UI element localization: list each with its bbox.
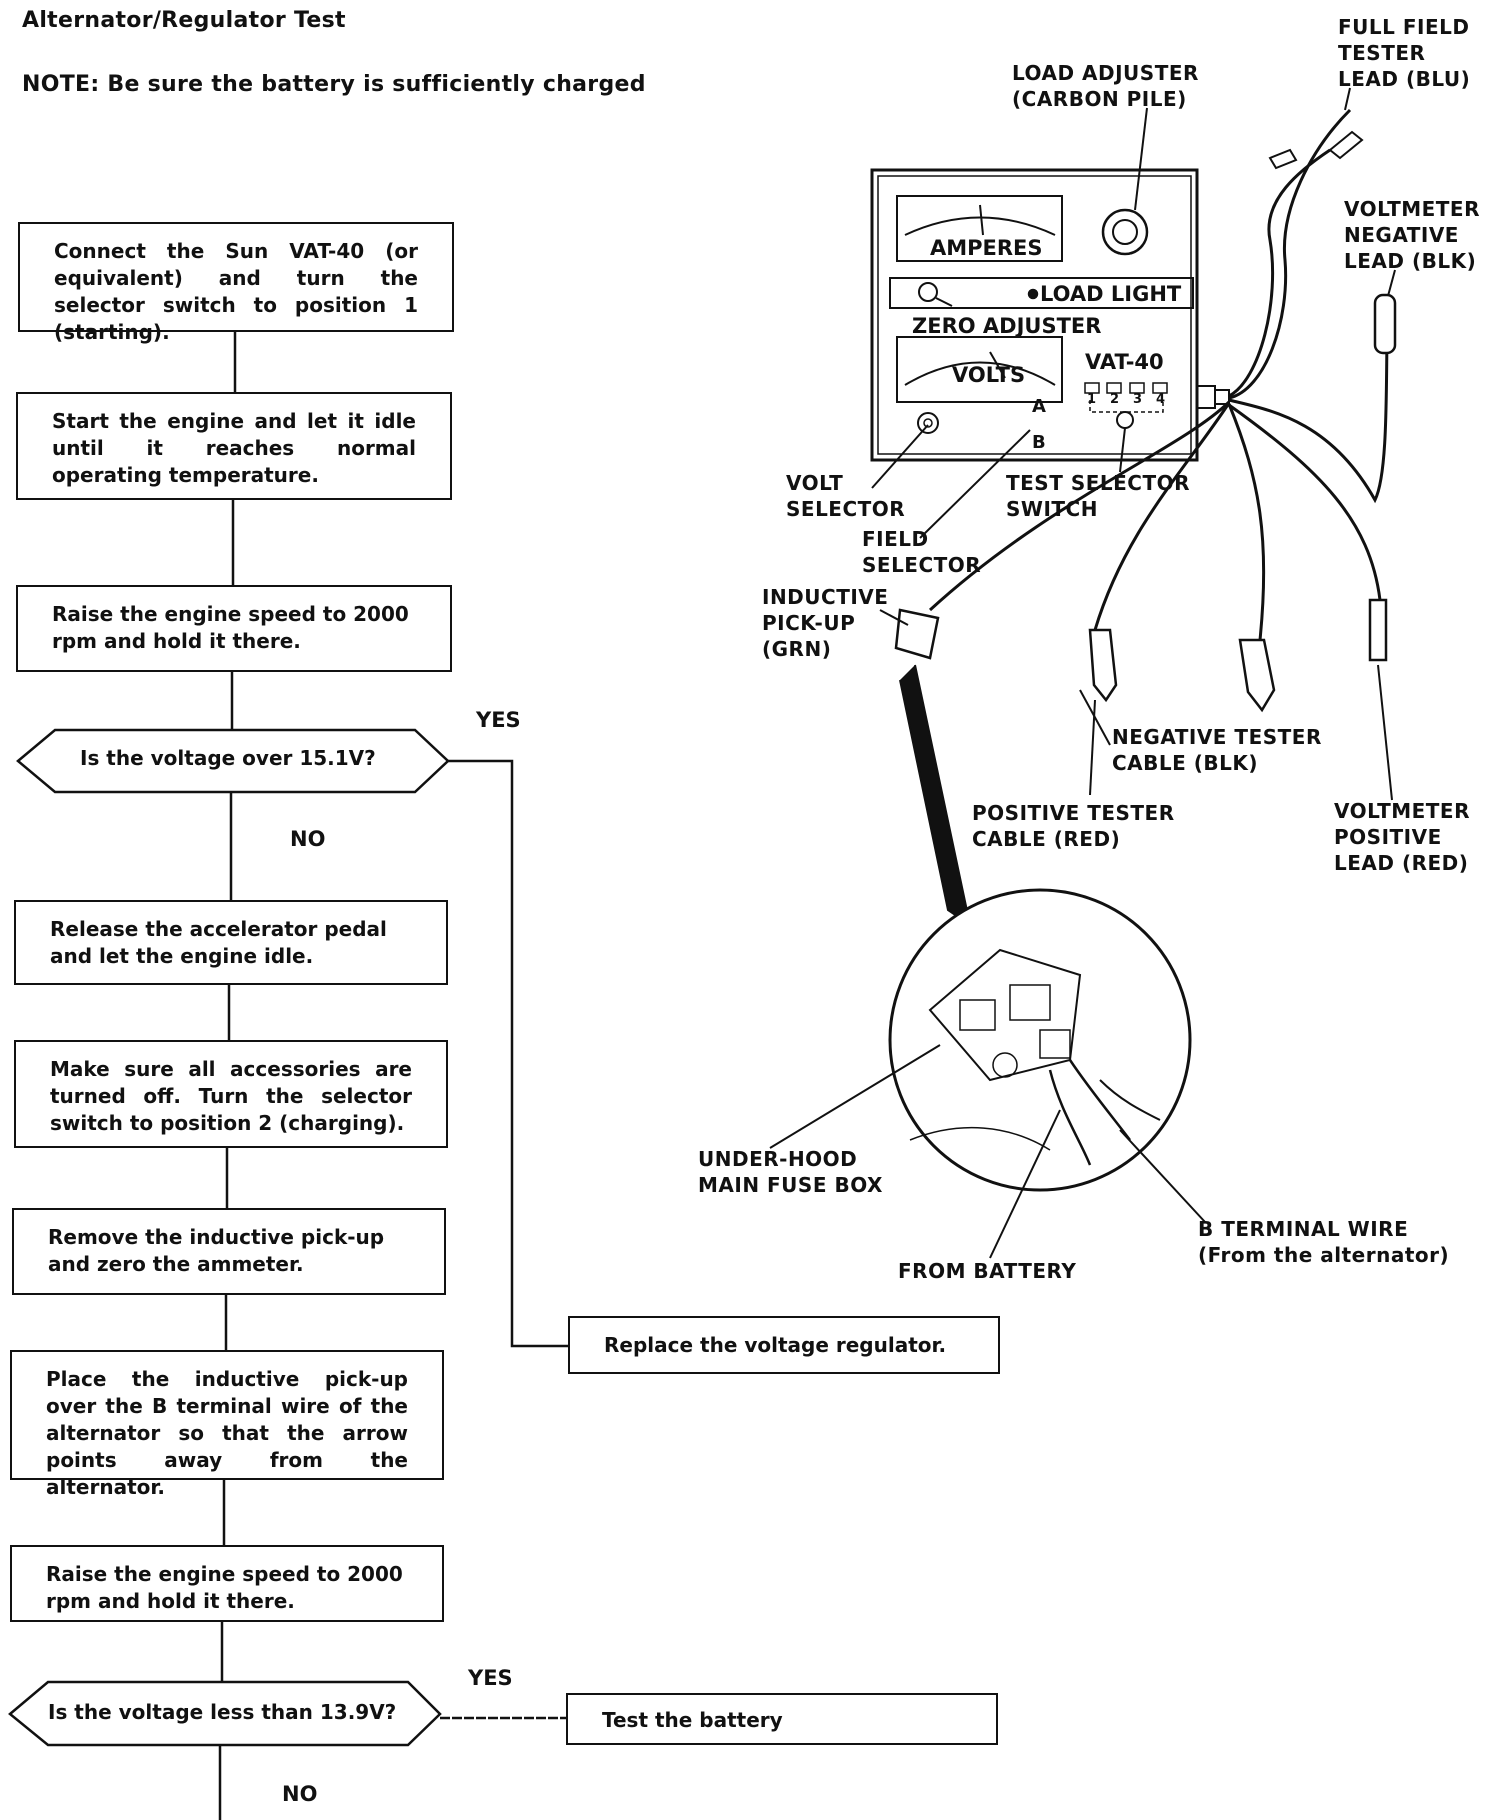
step-warm-up-engine: Start the engine and let it idle until i…: [16, 392, 452, 500]
ammeter-label: AMPERES: [930, 236, 1043, 260]
step-replace-regulator: Replace the voltage regulator.: [568, 1316, 1000, 1374]
decision-voltage-less: Is the voltage less than 13.9V?: [48, 1700, 397, 1724]
decision-voltage-over: Is the voltage over 15.1V?: [80, 746, 376, 770]
field-b-label: B: [1032, 432, 1046, 453]
decision-1-shape: [16, 728, 450, 794]
step-zero-ammeter: Remove the inductive pick-up and zero th…: [12, 1208, 446, 1295]
label-volt-selector: VOLT SELECTOR: [786, 471, 906, 521]
label-inductive-pickup: INDUCTIVE PICK-UP (GRN): [762, 585, 889, 661]
decision-2-yes-label: YES: [468, 1666, 513, 1690]
step-release-pedal: Release the accelerator pedal and let th…: [14, 900, 448, 985]
label-full-field-lead: FULL FIELD TESTER LEAD (BLU): [1338, 15, 1471, 91]
label-fuse-box: UNDER-HOOD MAIN FUSE BOX: [698, 1147, 883, 1197]
field-a-label: A: [1032, 396, 1046, 417]
label-b-terminal-wire: B TERMINAL WIRE (From the alternator): [1198, 1217, 1450, 1267]
decision-2-no-label: NO: [282, 1782, 318, 1806]
switch-position-3: 3: [1133, 392, 1143, 407]
page-title: Alternator/Regulator Test: [22, 8, 346, 33]
step-raise-speed-1: Raise the engine speed to 2000 rpm and h…: [16, 585, 452, 672]
switch-position-2: 2: [1110, 392, 1120, 407]
zero-adjuster-label: ZERO ADJUSTER: [912, 314, 1102, 338]
step-connect-tester: Connect the Sun VAT-40 (or equivalent) a…: [18, 222, 454, 344]
voltmeter-label: VOLTS: [952, 363, 1026, 387]
step-accessories-off: Make sure all accessories are turned off…: [14, 1040, 448, 1148]
label-test-selector: TEST SELECTOR SWITCH: [1006, 471, 1191, 521]
decision-1-yes-label: YES: [476, 708, 521, 732]
decision-1-no-label: NO: [290, 827, 326, 851]
switch-position-4: 4: [1156, 392, 1166, 407]
label-negative-tester-cable: NEGATIVE TESTER CABLE (BLK): [1112, 725, 1322, 775]
decision-2-shape: [8, 1680, 442, 1747]
label-positive-tester-cable: POSITIVE TESTER CABLE (RED): [972, 801, 1175, 851]
label-load-adjuster: LOAD ADJUSTER (CARBON PILE): [1012, 61, 1199, 111]
tester-model: VAT-40: [1085, 350, 1164, 374]
switch-position-1: 1: [1087, 392, 1097, 407]
label-from-battery: FROM BATTERY: [898, 1259, 1077, 1283]
battery-note: NOTE: Be sure the battery is sufficientl…: [22, 72, 646, 97]
load-light-label: LOAD LIGHT: [1040, 282, 1182, 306]
step-raise-speed-2: Raise the engine speed to 2000 rpm and h…: [10, 1545, 444, 1622]
step-test-battery: Test the battery: [566, 1693, 998, 1745]
step-place-pickup: Place the inductive pick-up over the B t…: [10, 1350, 444, 1499]
label-field-selector: FIELD SELECTOR: [862, 527, 982, 577]
label-voltmeter-positive: VOLTMETER POSITIVE LEAD (RED): [1334, 799, 1470, 875]
label-voltmeter-negative: VOLTMETER NEGATIVE LEAD (BLK): [1344, 197, 1480, 273]
